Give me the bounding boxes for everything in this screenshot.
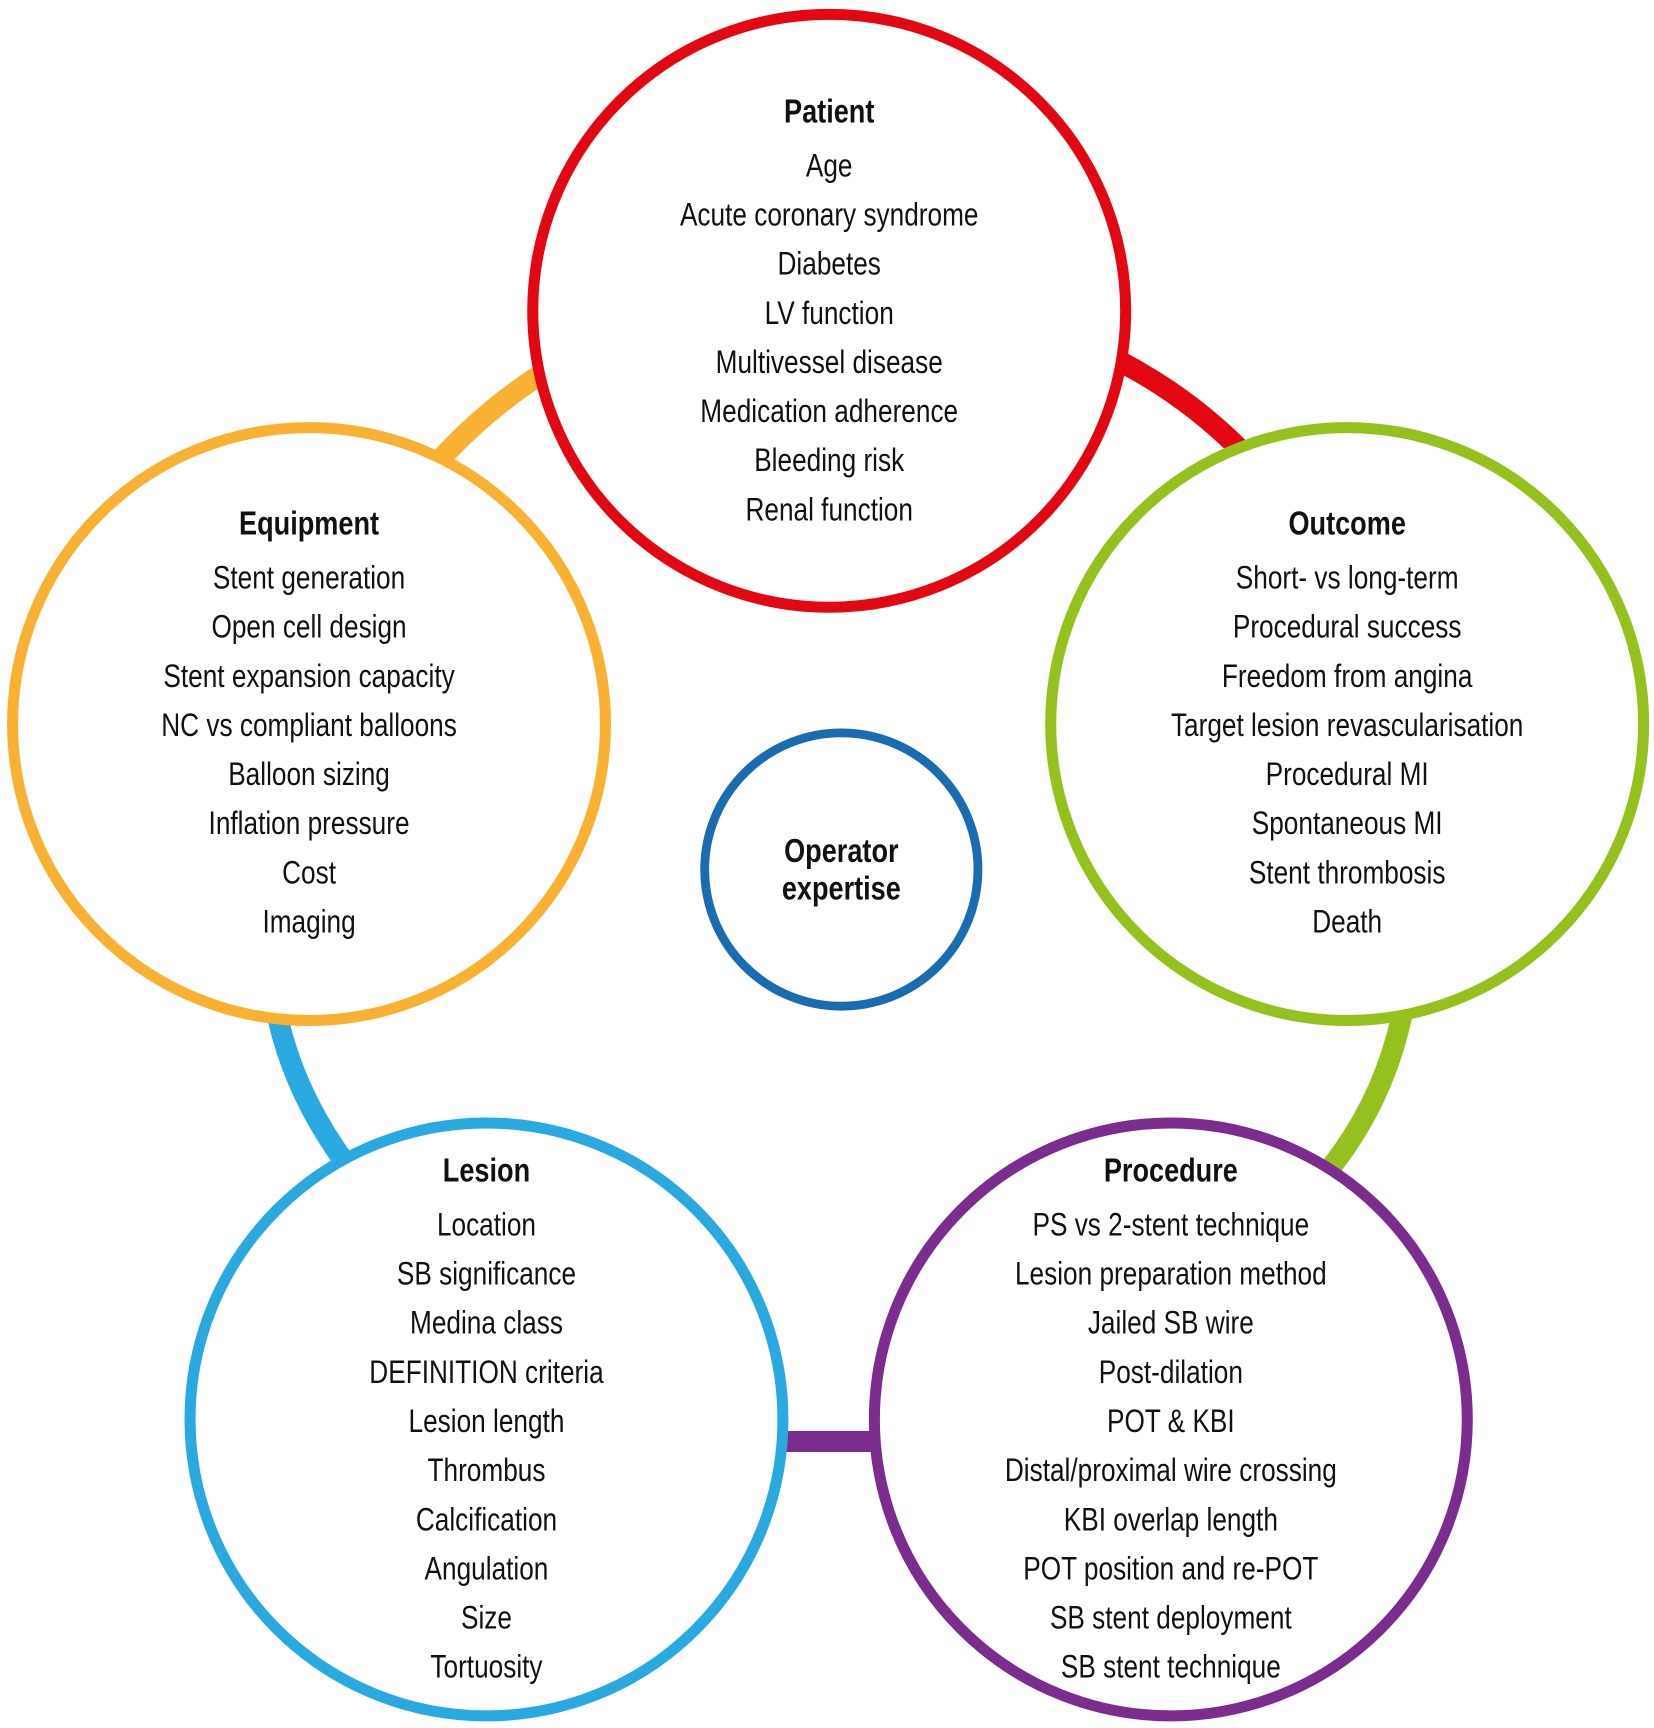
lesion-factor: Angulation xyxy=(425,1552,549,1587)
equipment-factor: Balloon sizing xyxy=(228,758,390,793)
lesion-connector-arc xyxy=(267,1017,357,1173)
outcome-factor: Freedom from angina xyxy=(1222,659,1473,694)
lesion-factor: SB significance xyxy=(397,1257,576,1292)
patient-title: Patient xyxy=(784,94,874,130)
procedure-factor: PS vs 2-stent technique xyxy=(1032,1208,1309,1243)
lesion-factor: Medina class xyxy=(410,1306,563,1341)
lesion-factor: Size xyxy=(461,1601,512,1636)
equipment-factor: Imaging xyxy=(262,905,355,940)
patient-factor: Multivessel disease xyxy=(716,346,943,381)
outcome-circle xyxy=(1045,422,1650,1026)
procedure-factor: SB stent technique xyxy=(1061,1650,1281,1685)
patient-factor: Diabetes xyxy=(777,247,880,282)
patient-factor: LV function xyxy=(765,296,894,331)
outcome-factor: Target lesion revascularisation xyxy=(1171,709,1523,744)
outcome-factor: Death xyxy=(1312,905,1382,940)
equipment-factor: Inflation pressure xyxy=(209,807,410,842)
equipment-factor: Stent expansion capacity xyxy=(163,659,455,694)
procedure-factor: Post-dilation xyxy=(1099,1356,1243,1391)
lesion-factor: Location xyxy=(437,1208,536,1243)
outcome-factor: Stent thrombosis xyxy=(1249,856,1446,891)
lesion-factor: Lesion length xyxy=(409,1405,565,1440)
operator-expertise-node: Operator expertise xyxy=(700,728,983,1011)
patient-factor: Acute coronary syndrome xyxy=(680,198,979,233)
lesion-circle xyxy=(184,1117,789,1722)
equipment-factor: Open cell design xyxy=(211,610,406,645)
patient-factor: Age xyxy=(806,149,853,184)
procedure-factor: POT & KBI xyxy=(1107,1405,1235,1440)
lesion-factor: Calcification xyxy=(416,1503,557,1538)
operator-expertise-title-line-2: expertise xyxy=(782,871,901,907)
equipment-factor: Cost xyxy=(282,856,336,891)
patient-factor: Renal function xyxy=(745,493,913,528)
equipment-circle xyxy=(7,422,611,1026)
outcome-factor: Spontaneous MI xyxy=(1252,807,1443,842)
outcome-factor: Procedural MI xyxy=(1266,758,1429,793)
equipment-title: Equipment xyxy=(239,506,379,542)
patient-connector-arc xyxy=(1110,349,1248,458)
procedure-factor: Lesion preparation method xyxy=(1015,1257,1327,1292)
procedure-factor: KBI overlap length xyxy=(1064,1503,1278,1538)
patient-factor: Bleeding risk xyxy=(754,444,904,479)
patient-circle xyxy=(527,8,1132,613)
outcome-connector-arc xyxy=(1320,1011,1413,1177)
outcome-title: Outcome xyxy=(1288,506,1405,542)
lesion-factor: DEFINITION criteria xyxy=(369,1356,604,1391)
lesion-title: Lesion xyxy=(443,1153,530,1189)
procedure-factor: POT position and re-POT xyxy=(1023,1552,1318,1587)
procedure-factor: SB stent deployment xyxy=(1050,1601,1292,1636)
equipment-factor: NC vs compliant balloons xyxy=(161,709,457,744)
procedure-factor: Jailed SB wire xyxy=(1088,1306,1254,1341)
procedure-circle xyxy=(868,1117,1473,1722)
equipment-factor: Stent generation xyxy=(213,561,405,596)
patient-factor: Medication adherence xyxy=(700,395,958,430)
lesion-factor: Thrombus xyxy=(427,1454,545,1489)
outcome-factor: Procedural success xyxy=(1233,610,1462,645)
operator-expertise-circle xyxy=(700,728,983,1011)
operator-expertise-title-line-1: Operator xyxy=(784,833,899,869)
outcome-factor: Short- vs long-term xyxy=(1236,561,1459,596)
lesion-factor: Tortuosity xyxy=(430,1650,542,1685)
procedure-factor: Distal/proximal wire crossing xyxy=(1005,1454,1337,1489)
procedure-title: Procedure xyxy=(1104,1153,1238,1189)
equipment-connector-arc xyxy=(431,365,547,468)
